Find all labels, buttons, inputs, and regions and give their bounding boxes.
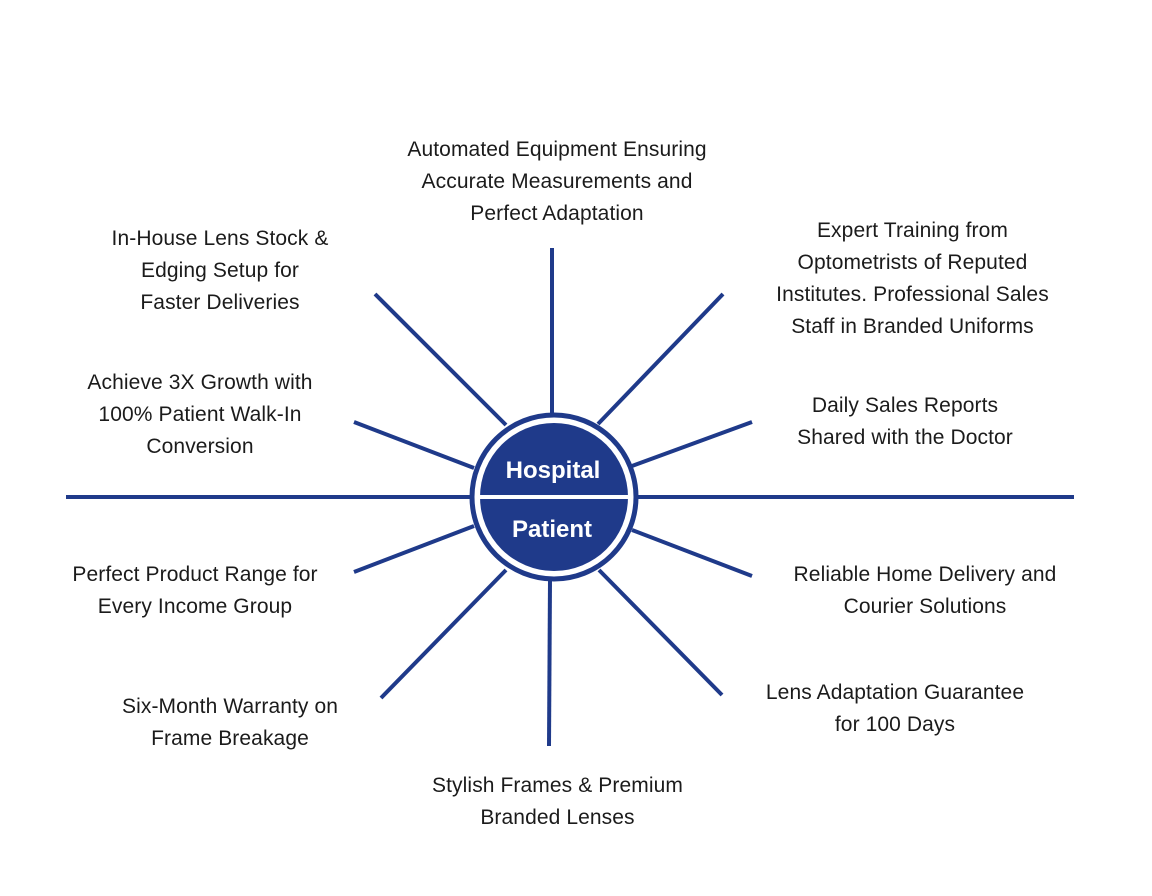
hub-label-patient: Patient	[512, 516, 592, 543]
spoke-mid-left	[353, 420, 475, 470]
spoke-low-left	[353, 524, 475, 574]
label-3x-growth: Achieve 3X Growth with 100% Patient Walk…	[87, 371, 313, 458]
label-in-house-lens-stock: In-House Lens Stock & Edging Setup for F…	[111, 227, 329, 314]
label-adaptation-guarantee: Lens Adaptation Guarantee for 100 Days	[765, 681, 1025, 736]
spoke-low-right	[631, 528, 753, 578]
label-warranty: Six-Month Warranty on Frame Breakage	[121, 695, 339, 750]
label-expert-training: Expert Training from Optometrists of Rep…	[776, 219, 1049, 338]
label-daily-sales-reports: Daily Sales Reports Shared with the Doct…	[797, 394, 1013, 449]
label-home-delivery: Reliable Home Delivery and Courier Solut…	[793, 563, 1057, 618]
spokes	[66, 248, 1074, 747]
hub: Hospital Patient	[469, 412, 639, 582]
label-product-range: Perfect Product Range for Every Income G…	[72, 563, 318, 618]
spoke-top-left	[373, 292, 508, 427]
hub-label-hospital: Hospital	[506, 457, 601, 484]
spoke-bottom	[547, 579, 552, 747]
spoke-bottom-right	[597, 568, 724, 697]
label-automated-equipment: Automated Equipment Ensuring Accurate Me…	[407, 138, 707, 225]
spoke-top-right	[596, 292, 725, 426]
label-stylish-frames: Stylish Frames & Premium Branded Lenses	[432, 774, 683, 829]
spoke-mid-right	[631, 420, 753, 468]
spoke-bottom-left	[379, 568, 508, 700]
